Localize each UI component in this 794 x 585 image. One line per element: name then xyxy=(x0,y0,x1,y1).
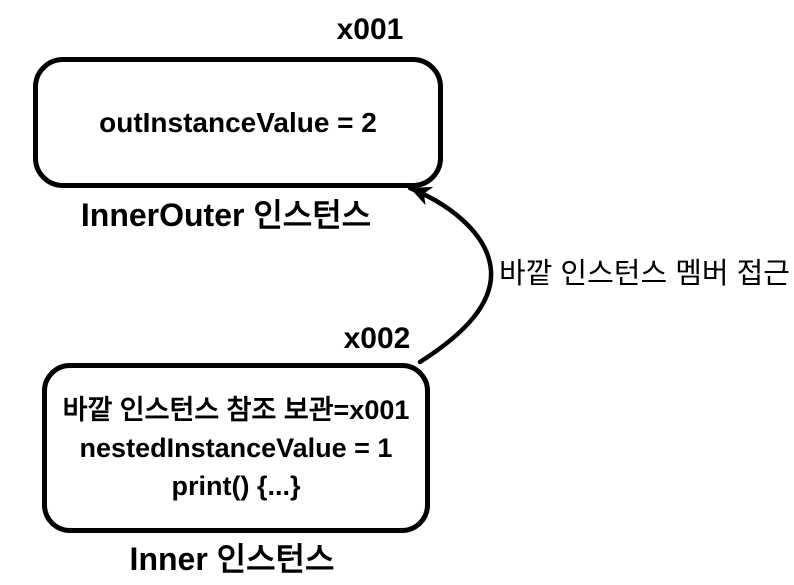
outer-instance-box: outInstanceValue = 2 xyxy=(33,57,443,188)
outer-instance-address-label: x001 xyxy=(336,13,404,46)
inner-instance-field-value: nestedInstanceValue = 1 xyxy=(79,433,393,463)
outer-instance-field: outInstanceValue = 2 xyxy=(99,106,377,138)
inner-instance-field-outer-ref: 바깥 인스턴스 참조 보관=x001 xyxy=(62,395,410,425)
reference-arrow-label: 바깥 인스턴스 멤버 접근 xyxy=(499,258,790,290)
inner-instance-field-method: print() {...} xyxy=(171,471,301,501)
outer-instance-caption: InnerOuter 인스턴스 xyxy=(80,197,372,233)
inner-instance-address-label: x002 xyxy=(343,322,411,355)
inner-instance-box: 바깥 인스턴스 참조 보관=x001 nestedInstanceValue =… xyxy=(42,363,430,533)
inner-instance-caption: Inner 인스턴스 xyxy=(129,541,335,577)
